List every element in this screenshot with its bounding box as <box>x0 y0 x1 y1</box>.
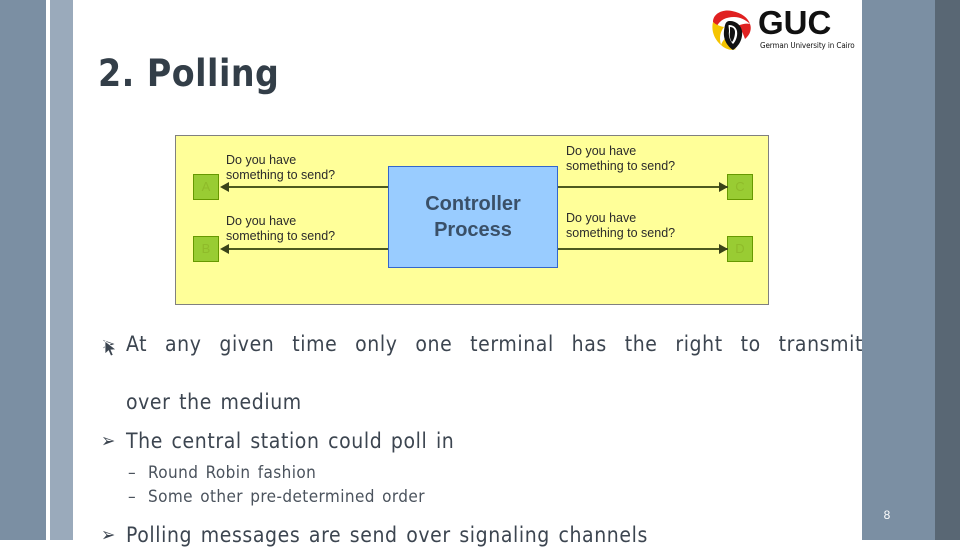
poll-label-d-line1: Do you have <box>566 211 637 225</box>
sub-bullet-item-2-text: Some other pre-determined order <box>148 487 425 507</box>
poll-label-c: Do you have something to send? <box>566 144 675 174</box>
guc-logo: GUC German University in Cairo <box>710 6 860 54</box>
poll-arrow-head-a <box>220 182 229 192</box>
poll-arrow-line-c <box>556 186 728 188</box>
poll-arrow-head-d <box>719 244 728 254</box>
poll-arrow-head-c <box>719 182 728 192</box>
terminal-node-c: C <box>727 174 753 200</box>
sub-bullet-marker-icon: – <box>128 487 137 507</box>
poll-arrow-line-d <box>556 248 728 250</box>
terminal-node-a: A <box>193 174 219 200</box>
right-outer-accent-bar <box>935 0 960 540</box>
sub-bullet-item-2: – Some other pre-determined order <box>126 485 850 509</box>
poll-label-a: Do you have something to send? <box>226 153 335 183</box>
controller-line2: Process <box>434 219 512 241</box>
page-title: 2. Polling <box>98 52 280 95</box>
bullet-item-2-text: The central station could poll in <box>126 429 455 453</box>
poll-label-b-line1: Do you have <box>226 214 297 228</box>
controller-line1: Controller <box>425 193 521 215</box>
poll-arrow-line-a <box>224 186 390 188</box>
terminal-node-d: D <box>727 236 753 262</box>
right-accent-bar <box>862 0 935 540</box>
left-inner-accent-bar <box>50 0 73 540</box>
terminal-node-b: B <box>193 236 219 262</box>
bullet-item-1-line2: over the medium <box>126 390 302 414</box>
bullet-item-1-line1: At any given time only one terminal has … <box>126 332 863 356</box>
bullet-item-3: ➢ Polling messages are send over signali… <box>100 521 850 550</box>
poll-label-d-line2: something to send? <box>566 226 676 240</box>
bullet-item-3-text: Polling messages are send over signaling… <box>126 523 648 547</box>
left-outer-accent-bar <box>0 0 46 540</box>
poll-label-a-line1: Do you have <box>226 153 297 167</box>
sub-bullet-marker-icon: – <box>128 463 137 483</box>
mouse-cursor-icon <box>104 340 118 357</box>
bullet-item-1: ➢ At any given time only one terminal ha… <box>100 330 863 417</box>
bullet-marker-icon: ➢ <box>101 524 116 546</box>
poll-arrow-line-b <box>224 248 390 250</box>
bullet-marker-icon: ➢ <box>101 430 116 452</box>
poll-arrow-head-b <box>220 244 229 254</box>
polling-diagram: A B C D Do you have something to send? D… <box>175 135 769 305</box>
poll-label-d: Do you have something to send? <box>566 211 675 241</box>
poll-label-c-line2: something to send? <box>566 159 676 173</box>
bullet-list: ➢ At any given time only one terminal ha… <box>100 330 862 550</box>
sub-bullet-list: – Round Robin fashion – Some other pre-d… <box>100 461 850 509</box>
poll-label-b-line2: something to send? <box>226 229 336 243</box>
poll-label-a-line2: something to send? <box>226 168 336 182</box>
guc-wordmark: GUC <box>758 4 832 41</box>
sub-bullet-item-1: – Round Robin fashion <box>126 461 850 485</box>
guc-eagle-icon <box>712 10 751 50</box>
page-number: 8 <box>883 508 891 522</box>
sub-bullet-item-1-text: Round Robin fashion <box>148 463 317 483</box>
poll-label-c-line1: Do you have <box>566 144 637 158</box>
guc-tagline: German University in Cairo <box>760 41 855 50</box>
controller-process-box: Controller Process <box>388 166 558 268</box>
bullet-item-2: ➢ The central station could poll in <box>100 427 850 456</box>
poll-label-b: Do you have something to send? <box>226 214 335 244</box>
